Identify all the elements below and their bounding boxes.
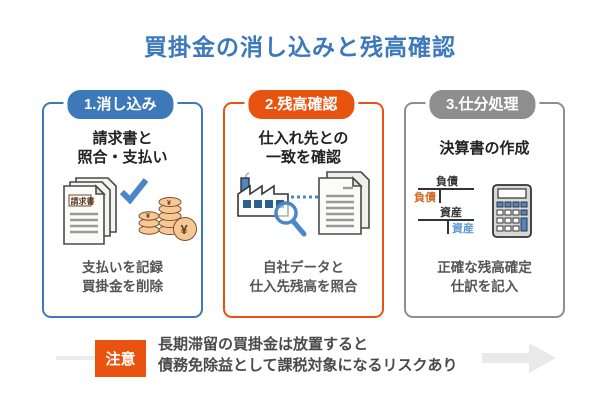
step-card-balance-confirmation: 2.残高確認 仕入れ先との 一致を確認 bbox=[223, 86, 384, 318]
svg-text:¥: ¥ bbox=[167, 200, 171, 207]
step1-heading-line1: 請求書と bbox=[92, 130, 153, 147]
taccount-asset-entry: 資産 bbox=[452, 221, 474, 235]
step3-heading: 決算書の作成 bbox=[406, 126, 563, 170]
step3-number-badge: 3.仕分処理 bbox=[424, 86, 540, 123]
step-card-journal-entry: 3.仕分処理 決算書の作成 負債 負債 資産 資産 bbox=[404, 86, 565, 318]
taccount-liability-top: 負債 bbox=[436, 174, 458, 188]
step3-caption-line1: 正確な残高確定 bbox=[437, 260, 532, 275]
taccount-asset-top: 資産 bbox=[440, 205, 462, 219]
step2-icon-area bbox=[225, 170, 382, 256]
step2-number-badge: 2.残高確認 bbox=[243, 86, 359, 123]
step1-caption-line2: 買掛金を削除 bbox=[82, 279, 163, 294]
t-account-icon: 負債 負債 資産 資産 bbox=[414, 174, 474, 235]
invoice-label: 請求書 bbox=[71, 196, 95, 206]
svg-text:¥: ¥ bbox=[146, 213, 150, 220]
taccount-liability-entry: 負債 bbox=[414, 190, 436, 204]
note-arrow-head-icon bbox=[529, 343, 556, 373]
svg-text:¥: ¥ bbox=[181, 222, 189, 237]
warning-badge: 注意 bbox=[95, 340, 146, 377]
note-arrow-shaft bbox=[482, 353, 530, 363]
page-title: 買掛金の消し込みと残高確認 bbox=[144, 34, 456, 60]
note-arrow-tail bbox=[56, 356, 95, 360]
step2-caption: 自社データと 仕入先残高を照合 bbox=[225, 258, 382, 296]
warning-text-line2: 債務免除益として課税対象になるリスクあり bbox=[158, 357, 458, 374]
coin-stacks-icon: ¥ ¥ ¥ bbox=[138, 197, 197, 241]
step1-heading-line2: 照合・支払い bbox=[77, 149, 168, 166]
step2-heading-line1: 仕入れ先との bbox=[258, 130, 349, 147]
dotted-link-icon bbox=[291, 195, 323, 199]
step2-heading-line2: 一致を確認 bbox=[265, 149, 341, 166]
step1-caption: 支払いを記録 買掛金を削除 bbox=[44, 258, 201, 296]
checkmark-icon bbox=[120, 178, 148, 204]
warning-text-line1: 長期滞留の買掛金は放置すると bbox=[158, 336, 369, 353]
calculator-icon bbox=[492, 184, 532, 238]
invoice-stack-icon: 請求書 bbox=[63, 177, 117, 245]
step3-caption-line2: 仕訳を記入 bbox=[450, 279, 519, 294]
step2-caption-line2: 仕入先残高を照合 bbox=[249, 279, 358, 294]
step2-heading: 仕入れ先との 一致を確認 bbox=[225, 126, 382, 170]
step1-icon-area: 請求書 ¥ ¥ ¥ bbox=[44, 170, 201, 256]
warning-text: 長期滞留の買掛金は放置すると 債務免除益として課税対象になるリスクあり bbox=[158, 334, 458, 376]
step3-heading-line1: 決算書の作成 bbox=[439, 139, 530, 157]
step3-caption: 正確な残高確定 仕訳を記入 bbox=[406, 258, 563, 296]
step1-heading: 請求書と 照合・支払い bbox=[44, 126, 201, 170]
magnifier-icon bbox=[274, 201, 307, 237]
step1-number-badge: 1.消し込み bbox=[62, 86, 178, 123]
step3-icon-area: 負債 負債 資産 資産 bbox=[406, 170, 563, 256]
document-stack-icon bbox=[318, 171, 370, 235]
step1-caption-line1: 支払いを記録 bbox=[82, 260, 163, 275]
step-card-reconciliation: 1.消し込み 請求書と 照合・支払い 請求書 bbox=[42, 86, 203, 318]
step2-caption-line1: 自社データと bbox=[263, 260, 344, 275]
